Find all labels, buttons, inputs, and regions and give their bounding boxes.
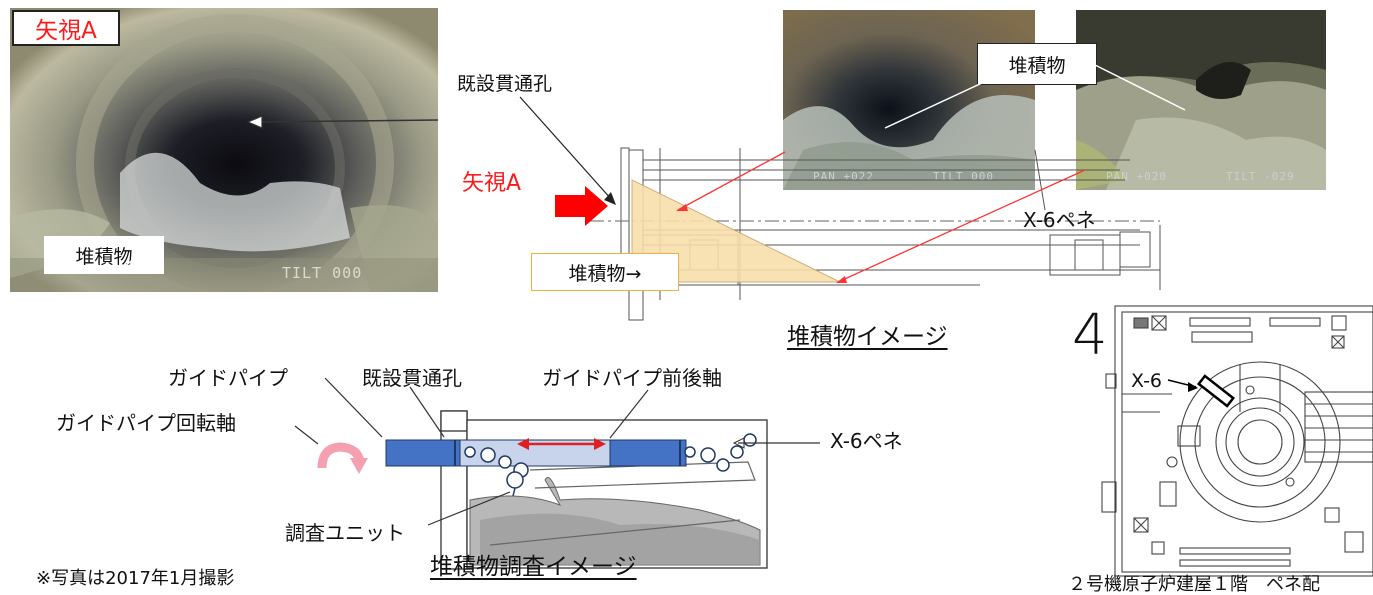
investigation-unit-label: 調査ユニット xyxy=(285,521,405,545)
deposit-label-a: 堆積物 xyxy=(75,245,133,268)
view-a-tag: 矢視A xyxy=(12,10,120,46)
x6-penetration-label-top: X-6ペネ xyxy=(1023,208,1096,232)
deposit-arrow-label: 堆積物→ xyxy=(568,262,642,285)
guide-axis-label: ガイドパイプ前後軸 xyxy=(542,366,722,390)
deposit-callout-photos: 堆積物 xyxy=(977,43,1097,85)
cable-chain xyxy=(464,433,757,478)
photo-deposit-2: PAN +020 TILT -029 xyxy=(1076,10,1326,190)
hole-leader-a xyxy=(254,119,439,123)
hole-leader-section xyxy=(519,96,613,201)
investigation-unit xyxy=(506,471,524,497)
photo-date-footnote: ※写真は2017年1月撮影 xyxy=(36,568,235,589)
x6-penetration-marker xyxy=(1196,374,1236,408)
view-a-label: 矢視A xyxy=(35,18,97,44)
investigation-caption: 堆積物調査イメージ xyxy=(430,554,637,580)
x6-penetration-label-bottom: X-6ペネ xyxy=(830,429,903,453)
rotation-arrow xyxy=(317,442,365,469)
existing-hole-label-bottom: 既設貫通孔 xyxy=(362,366,462,390)
view-a-arrow xyxy=(555,186,608,226)
deposit-image-caption: 堆積物イメージ xyxy=(787,324,948,350)
deposit-leader-a xyxy=(119,239,159,271)
floor-plan-caption: ２号機原子炉建屋１階 ペネ配 xyxy=(1068,574,1320,595)
photo-a-overlay: TILT 000 xyxy=(282,264,363,282)
reactor-building-floor-plan xyxy=(1101,305,1373,577)
deposit-callout-a: 堆積物 xyxy=(44,236,164,274)
view-a-section-label: 矢視A xyxy=(462,171,522,196)
x6-floor-plan-label: X-6 xyxy=(1130,370,1164,392)
deposit-photo-2 xyxy=(1076,10,1326,190)
deposit-arrow-box: 堆積物→ xyxy=(531,253,679,291)
rotation-axis-label: ガイドパイプ回転軸 xyxy=(56,411,236,435)
deposit-label-photos: 堆積物 xyxy=(1008,54,1066,77)
photo-view-a: 矢視A 堆積物 TILT 000 xyxy=(10,8,438,292)
guide-pipe-label: ガイドパイプ xyxy=(168,366,288,390)
guide-pipe-rear xyxy=(385,439,461,467)
existing-hole-label: 既設貫通孔 xyxy=(457,73,553,95)
north-mark: 4 xyxy=(1072,303,1108,368)
guide-pipe-front xyxy=(609,439,687,467)
photo-2-tilt: TILT -029 xyxy=(1226,170,1295,183)
